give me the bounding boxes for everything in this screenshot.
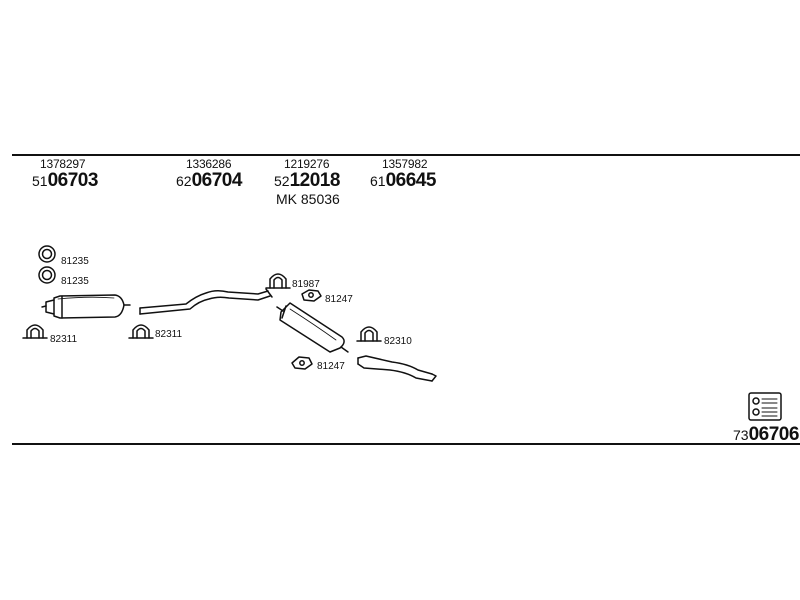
part-1-main: 06703 (47, 170, 99, 191)
rear-muffler-icon[interactable] (41, 294, 131, 319)
part-1-prefix: 51 (32, 173, 48, 189)
clamp-icon-left[interactable] (22, 324, 48, 339)
part-2-main: 06704 (191, 170, 243, 191)
ring-icon-top[interactable] (38, 245, 56, 263)
clamp-icon-middle[interactable] (128, 324, 154, 339)
part-4-number[interactable]: 6106645 (370, 171, 436, 191)
part-2-oe-number: 1336286 (186, 157, 232, 171)
part-3-oe-number: 1219276 (284, 157, 330, 171)
kit-prefix: 73 (733, 427, 749, 443)
tail-pipe-icon[interactable] (357, 355, 437, 382)
kit-number[interactable]: 7306706 (733, 425, 799, 445)
label-clamp-upper: 81987 (292, 279, 320, 290)
label-clamp-middle: 82311 (155, 329, 183, 340)
middle-pipe-icon[interactable] (139, 288, 273, 315)
label-gasket-upper: 81247 (325, 294, 353, 305)
label-ring-bottom: 81235 (61, 276, 89, 287)
gasket-icon-upper[interactable] (301, 289, 322, 302)
clamp-icon-right[interactable] (356, 326, 382, 342)
bottom-rule (12, 443, 800, 445)
part-4-prefix: 61 (370, 173, 386, 189)
part-1-number[interactable]: 5106703 (32, 171, 98, 191)
part-4-main: 06645 (385, 170, 437, 191)
label-clamp-right: 82310 (384, 336, 412, 347)
part-3-number[interactable]: 5212018 (274, 171, 340, 191)
ring-icon-bottom[interactable] (38, 266, 56, 284)
clamp-icon-upper[interactable] (265, 273, 291, 289)
kit-main: 06706 (748, 424, 800, 445)
gasket-icon-lower[interactable] (291, 356, 313, 370)
part-1: 1378297 5106703 (32, 158, 98, 191)
label-gasket-lower: 81247 (317, 361, 345, 372)
part-3-prefix: 52 (274, 173, 290, 189)
part-4-oe-number: 1357982 (382, 157, 428, 171)
center-muffler-icon[interactable] (276, 302, 349, 353)
label-clamp-left: 82311 (50, 334, 78, 345)
part-1-oe-number: 1378297 (40, 157, 86, 171)
part-3-main: 12018 (289, 170, 341, 191)
part-2: 1336286 6206704 (176, 158, 242, 191)
top-rule (12, 154, 800, 156)
part-4: 1357982 6106645 (370, 158, 436, 191)
label-ring-top: 81235 (61, 256, 89, 267)
part-3-mk-number: MK 85036 (276, 191, 340, 207)
part-2-number[interactable]: 6206704 (176, 171, 242, 191)
part-3: 1219276 5212018 MK 85036 (274, 157, 340, 208)
part-2-prefix: 62 (176, 173, 192, 189)
kit-icon[interactable] (748, 392, 782, 421)
